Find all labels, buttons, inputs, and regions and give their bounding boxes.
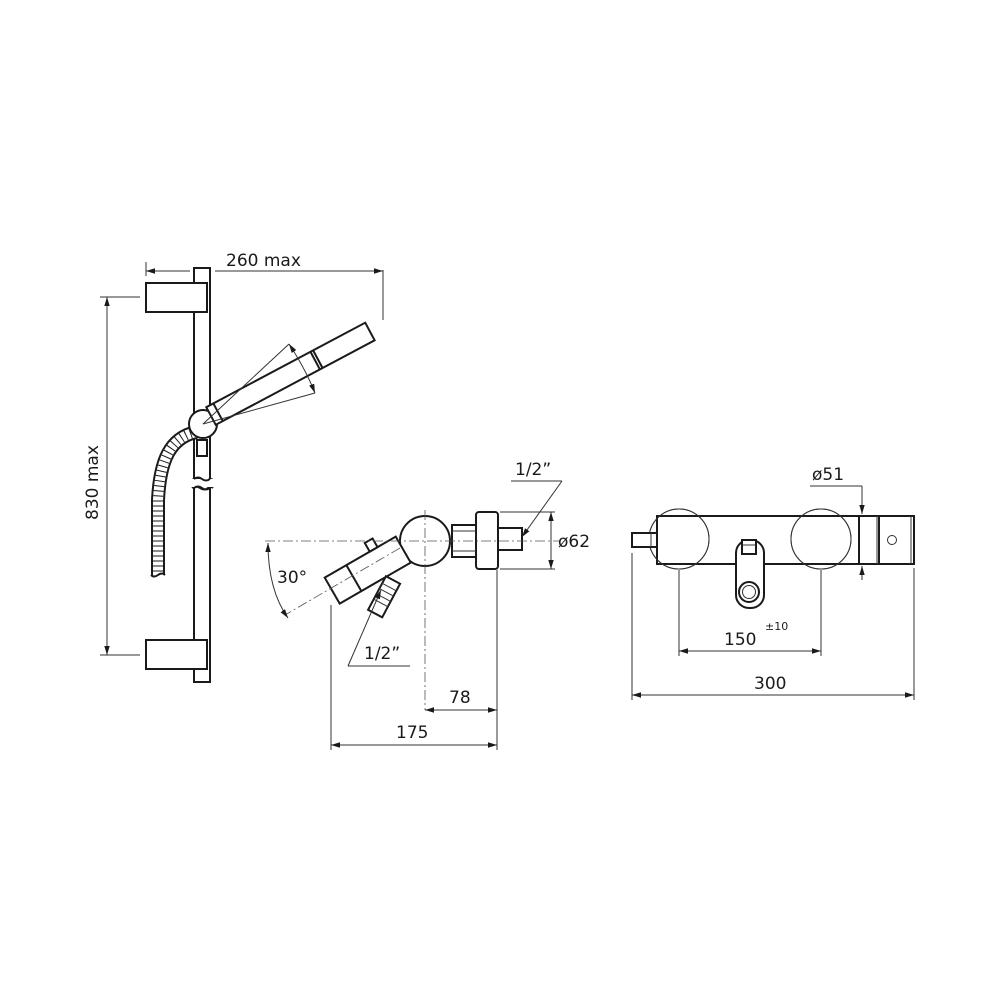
leader-inlet-thread bbox=[521, 480, 563, 538]
dim-body-diameter: ø51 bbox=[812, 465, 844, 485]
rail-bar bbox=[193, 267, 211, 683]
shower-hose bbox=[150, 425, 199, 578]
centerline-tilted bbox=[284, 547, 401, 616]
spout-diverter-knob bbox=[741, 539, 757, 555]
leader-outlet-thread bbox=[347, 589, 382, 667]
swivel-arc bbox=[288, 343, 316, 394]
dim-tilt-angle: 30° bbox=[277, 568, 307, 588]
temperature-indicator-dot bbox=[887, 535, 897, 545]
tilted-mixer-body bbox=[323, 535, 413, 605]
outlet-spout bbox=[366, 574, 402, 619]
dim-outlet-thread: 1/2” bbox=[364, 644, 400, 664]
rail-side-view: 260 max 830 max bbox=[83, 251, 384, 683]
mixer-side-view: 30° 1/2” 1/2” ø62 78 175 bbox=[265, 460, 590, 750]
hand-shower bbox=[204, 321, 376, 427]
dim-handset-reach: 260 max bbox=[226, 251, 301, 271]
inlet-pipe bbox=[497, 527, 523, 551]
dim-rail-height: 830 max bbox=[83, 445, 103, 520]
dim-wall-depth: 78 bbox=[449, 688, 471, 708]
dim-inlet-spacing: 150 bbox=[724, 630, 756, 650]
angle-arc bbox=[265, 542, 289, 619]
swivel-line-lower bbox=[202, 392, 316, 425]
wall-flange bbox=[475, 511, 499, 570]
swivel-line-upper bbox=[202, 343, 290, 425]
top-wall-bracket bbox=[145, 282, 208, 313]
dim-total-depth: 175 bbox=[396, 723, 428, 743]
bottom-wall-bracket bbox=[145, 639, 208, 670]
dim-total-width: 300 bbox=[754, 674, 786, 694]
dim-inlet-spacing-tolerance: ±10 bbox=[765, 620, 788, 633]
slider-clip bbox=[196, 439, 208, 457]
dim-inlet-thread: 1/2” bbox=[515, 460, 551, 480]
diverter-stub bbox=[631, 532, 658, 548]
mixer-front-view: ø51 150 ±10 300 bbox=[631, 465, 915, 700]
spout-aerator bbox=[738, 581, 760, 603]
dim-eccentric-diameter: ø62 bbox=[558, 532, 590, 552]
